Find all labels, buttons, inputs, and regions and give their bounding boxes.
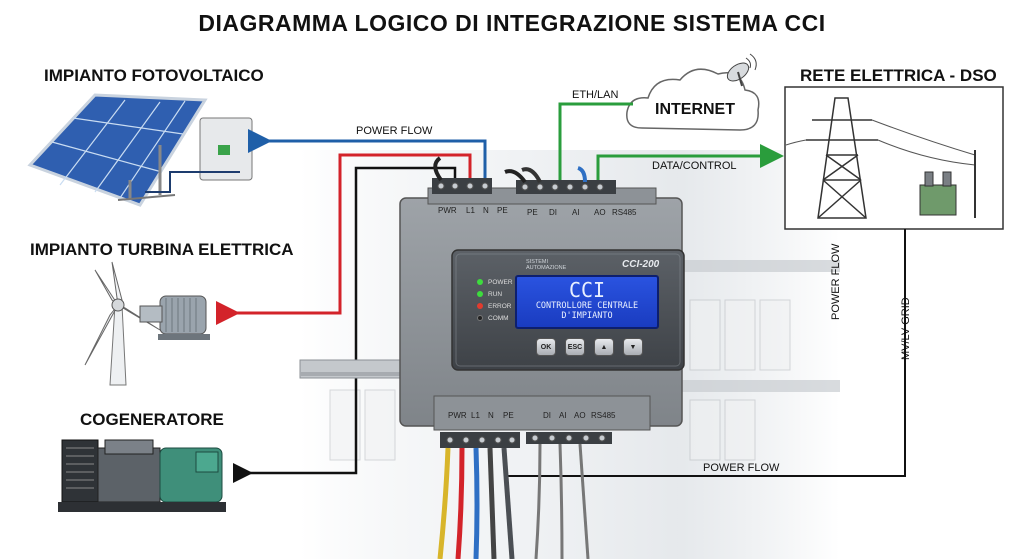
wind-section-title: IMPIANTO TURBINA ELETTRICA [30, 240, 294, 259]
wind-turbine-icon [84, 261, 161, 386]
led-comm-label: COMM [488, 314, 509, 322]
bottom-terminal-block [440, 432, 612, 448]
cogenerator-engine-icon [58, 439, 226, 512]
mv-lv-grid-label: MV/LV GRID [900, 297, 912, 360]
terminal-bottom-ai: AI [559, 411, 567, 420]
eth-lan-line [558, 102, 633, 180]
internet-cloud-icon [626, 68, 760, 131]
terminal-bottom-l1: L1 [471, 411, 480, 420]
terminal-top-n: N [483, 206, 489, 215]
power-flow-blue-line [248, 129, 487, 178]
terminal-top-rs485: RS485 [612, 208, 637, 217]
lcd-display: CCI CONTROLLORE CENTRALE D'IMPIANTO [515, 275, 659, 329]
terminal-top-di: DI [549, 208, 557, 217]
terminal-top-pe2: PE [527, 208, 538, 217]
up-button[interactable]: ▲ [594, 338, 614, 356]
cogen-section-title: COGENERATORE [80, 410, 224, 429]
pv-section-title: IMPIANTO FOTOVOLTAICO [44, 66, 264, 85]
power-flow-top-label: POWER FLOW [356, 125, 433, 137]
brand-line1: SISTEMI [526, 259, 549, 265]
led-run-label: RUN [488, 290, 503, 298]
electric-motor-icon [139, 295, 210, 340]
grid-box [784, 86, 1004, 230]
satellite-dish-icon [726, 53, 757, 87]
terminal-top-ao: AO [594, 208, 606, 217]
device-brand: SISTEMI AUTOMAZIONE [526, 259, 566, 271]
grid-section-title: RETE ELETTRICA - DSO [800, 66, 997, 85]
diagram-title: DIAGRAMMA LOGICO DI INTEGRAZIONE SISTEMA… [198, 10, 826, 36]
data-control-line [596, 144, 784, 182]
connections [216, 102, 906, 483]
ok-button[interactable]: OK [536, 338, 556, 356]
led-error-label: ERROR [488, 302, 512, 310]
run-led-icon [477, 291, 483, 297]
terminal-top-ai: AI [572, 208, 580, 217]
terminal-bottom-rs485: RS485 [591, 411, 616, 420]
led-error: ERROR [477, 300, 513, 312]
terminal-top-pe: PE [497, 206, 508, 215]
lcd-line1: CCI [568, 278, 606, 302]
terminal-bottom-pwr: PWR [448, 411, 467, 420]
terminal-bottom-ao: AO [574, 411, 586, 420]
terminal-bottom-di: DI [543, 411, 551, 420]
top-wires [433, 156, 587, 184]
terminal-bottom-pe: PE [503, 411, 514, 420]
power-flow-red-line [216, 153, 472, 325]
esc-button[interactable]: ESC [565, 338, 585, 356]
comm-led-icon [477, 315, 483, 321]
grid-power-line [505, 229, 906, 477]
power-flow-black-line [233, 166, 457, 483]
status-leds: POWER RUN ERROR COMM [477, 276, 513, 324]
lcd-line3: D'IMPIANTO [561, 311, 613, 321]
transformer-icon [919, 150, 976, 218]
led-power-label: POWER [488, 278, 513, 286]
led-comm: COMM [477, 312, 513, 324]
terminal-bottom-n: N [488, 411, 494, 420]
down-button[interactable]: ▼ [623, 338, 643, 356]
internet-label: INTERNET [655, 101, 735, 118]
error-led-icon [477, 303, 483, 309]
led-run: RUN [477, 288, 513, 300]
solar-panel-icon [27, 93, 208, 207]
transmission-tower-icon [806, 97, 878, 219]
power-flow-vertical-label: POWER FLOW [830, 243, 842, 320]
power-flow-bottom-label: POWER FLOW [703, 462, 780, 474]
top-terminal-block [432, 178, 616, 194]
terminal-top-l1: L1 [466, 206, 475, 215]
terminal-top-pwr: PWR [438, 206, 457, 215]
eth-lan-label: ETH/LAN [572, 89, 619, 101]
lcd-line2: CONTROLLORE CENTRALE [535, 301, 639, 311]
inverter-icon [145, 117, 253, 193]
device-model: CCI-200 [622, 259, 660, 270]
led-power: POWER [477, 276, 513, 288]
bottom-wires [437, 443, 590, 559]
data-control-label: DATA/CONTROL [652, 160, 737, 172]
power-led-icon [477, 279, 483, 285]
brand-line2: AUTOMAZIONE [526, 265, 567, 271]
